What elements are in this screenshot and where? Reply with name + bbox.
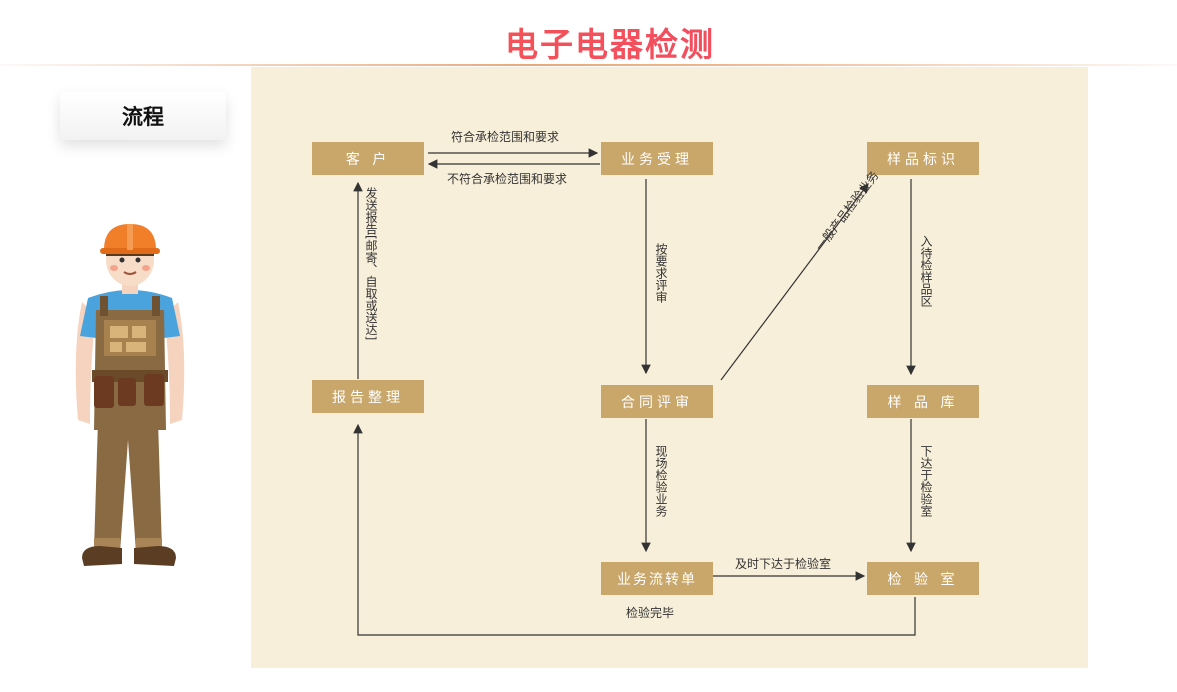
node-business[interactable]: 业务受理 (601, 142, 713, 175)
worker-illustration (75, 224, 185, 566)
node-report[interactable]: 报告整理 (312, 380, 424, 413)
node-contract[interactable]: 合同评审 (601, 385, 713, 418)
arrow-finished (353, 423, 916, 636)
label-conform: 符合承检范围和要求 (451, 130, 560, 144)
label-timely: 及时下达于检验室 (735, 557, 832, 571)
node-customer[interactable]: 客 户 (312, 142, 424, 175)
label-finished: 检验完毕 (626, 606, 675, 620)
node-sample-store[interactable]: 样 品 库 (867, 385, 979, 418)
label-to-pending: 入待检样品区 (919, 235, 933, 307)
flowchart-panel: 客 户 业务受理 样品标识 报告整理 合同评审 样 品 库 业务流转单 检 验 … (251, 67, 1088, 668)
label-review-req: 按要求评审 (654, 243, 668, 303)
section-tab-process[interactable]: 流程 (60, 92, 226, 140)
section-tab-label: 流程 (122, 105, 164, 129)
node-lab[interactable]: 检 验 室 (867, 562, 979, 595)
flowchart-connectors (353, 148, 916, 636)
label-send-report: 发送报告[邮寄、自取或送达] (364, 187, 378, 341)
page-title: 电子电器检测 (0, 18, 1177, 66)
header-divider (0, 64, 1177, 66)
label-not-conform: 不符合承检范围和要求 (447, 172, 568, 186)
arrow-general-business (720, 183, 869, 381)
node-sample-mark[interactable]: 样品标识 (867, 142, 979, 175)
label-onsite: 现场检验业务 (654, 445, 668, 517)
label-to-lab: 下达于检验室 (919, 445, 933, 517)
node-transfer[interactable]: 业务流转单 (601, 562, 713, 595)
